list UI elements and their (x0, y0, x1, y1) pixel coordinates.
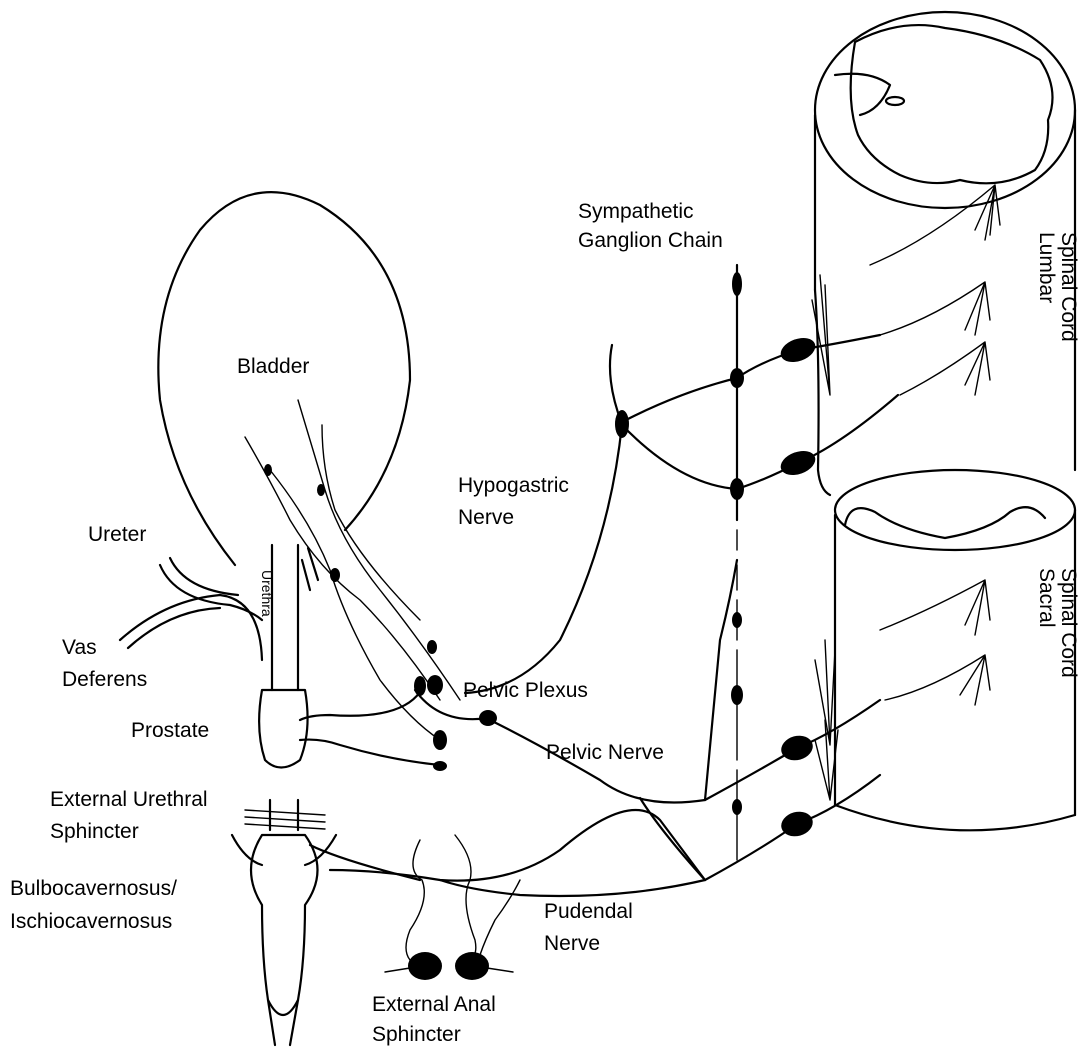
plexus-ganglion-3 (433, 730, 447, 750)
label-pudendal-1: Pudendal (544, 900, 633, 923)
ureter-group (120, 548, 318, 660)
bladder-ganglion-3 (330, 568, 340, 582)
lumbar-white-matter (835, 74, 890, 115)
anal-canal-right (455, 835, 476, 960)
label-vas-2: Deferens (62, 668, 147, 691)
chain-ganglion-1 (732, 272, 742, 296)
anal-canal-left (406, 840, 424, 960)
prostate (259, 690, 307, 768)
chain-ganglion-4 (732, 612, 742, 628)
labels: Sympathetic Ganglion Chain Lumbar Spinal… (10, 200, 1080, 1046)
label-pelvic-nerve: Pelvic Nerve (546, 741, 664, 764)
sacral-grey-matter (845, 507, 1045, 538)
label-anal-1: External Anal (372, 993, 496, 1016)
lumbar-lower-edge (815, 290, 830, 495)
lumbar-grey-matter (851, 25, 1053, 183)
label-ext-urethral-1: External Urethral (50, 788, 208, 811)
lumbar-central-canal (886, 97, 904, 105)
sacral-spinal-cord (815, 470, 1075, 830)
label-ureter: Ureter (88, 523, 146, 546)
plexus-branch-2 (300, 740, 440, 765)
lumbar-cord-cross-section (815, 12, 1075, 208)
chain-ganglion-6 (732, 799, 742, 815)
ureter-tube-outer (160, 565, 262, 620)
label-bladder: Bladder (237, 355, 309, 378)
hypogastric-nerve (465, 424, 622, 693)
anal-sphincter-left (408, 952, 442, 980)
label-prostate: Prostate (131, 719, 209, 742)
vas-deferens-outer (120, 595, 262, 660)
chain-ganglion-5 (731, 685, 743, 705)
sacral-rootlet-2 (885, 655, 990, 705)
bladder-group (158, 192, 497, 771)
bladder-ganglion-1 (264, 464, 272, 476)
lumbar-nerve-lower (622, 395, 898, 489)
label-sacral-2: Spinal Cord (1057, 568, 1080, 678)
urethra-group (232, 545, 420, 1045)
right-ureter-stub (302, 548, 318, 590)
sacral-nerve-lower (640, 775, 880, 880)
penis-shaft (251, 835, 318, 1015)
label-bulbo-2: Ischiocavernosus (10, 910, 172, 933)
sacral-to-chain (705, 560, 737, 800)
label-hypogastric-2: Nerve (458, 506, 514, 529)
label-lumbar-1: Lumbar (1035, 232, 1058, 303)
label-lumbar-2: Spinal Cord (1057, 232, 1080, 342)
label-sympathetic-1: Sympathetic (578, 200, 694, 223)
anal-sphincter-lines (385, 968, 513, 972)
external-urethral-sphincter-fibers (245, 810, 325, 829)
lumbar-rootlet-1 (870, 185, 1000, 265)
label-bulbo-1: Bulbocavernosus/ (10, 877, 177, 900)
lumbar-nerve-upper (622, 335, 880, 422)
label-hypogastric-1: Hypogastric (458, 474, 569, 497)
label-sympathetic-2: Ganglion Chain (578, 229, 723, 252)
sacral-bottom-edge (835, 805, 1075, 830)
vas-deferens-inner (128, 608, 220, 648)
bladder-ganglion-2 (317, 484, 325, 496)
label-vas-1: Vas (62, 636, 97, 659)
anal-sphincter-right (455, 952, 489, 980)
label-anal-2: Sphincter (372, 1023, 461, 1046)
pudendal-nerve (330, 810, 705, 881)
label-ext-urethral-2: Sphincter (50, 820, 139, 843)
label-urethra: Urethra (259, 570, 275, 617)
pudendal-nerve-lower (440, 880, 705, 896)
anal-sphincter-group (385, 835, 520, 980)
lumbar-rootlet-3 (900, 342, 990, 395)
plexus-branch-1 (300, 692, 420, 720)
label-sacral-1: Sacral (1035, 568, 1058, 628)
plexus-ganglion-1 (427, 640, 437, 654)
urethra-tube (272, 545, 298, 690)
lumbar-rootlet-2 (880, 282, 990, 335)
label-pudendal-2: Nerve (544, 932, 600, 955)
plexus-ganglion-2 (427, 675, 443, 695)
label-pelvic-plexus: Pelvic Plexus (463, 679, 588, 702)
sacral-rootlet-1 (880, 580, 990, 635)
